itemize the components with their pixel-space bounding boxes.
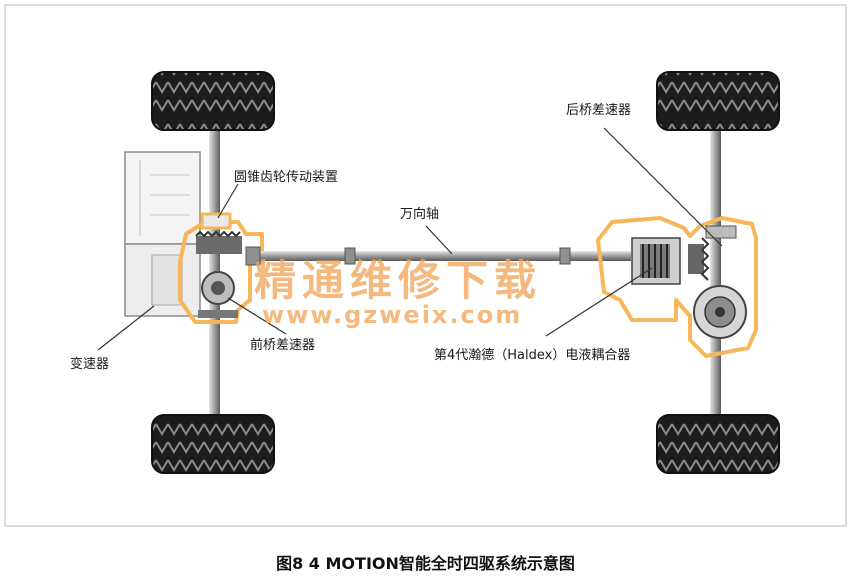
gearbox-housing: [124, 151, 201, 317]
front-axle: [209, 120, 220, 420]
tire-front-left: [151, 71, 275, 131]
watermark-url: www.gzweix.com: [262, 301, 523, 329]
label-gearbox: 变速器: [70, 357, 110, 372]
leader-rear-diff: [603, 127, 723, 247]
propeller-shaft: [245, 246, 631, 266]
label-front-diff: 前桥差速器: [250, 338, 316, 353]
tire-rear-right: [656, 414, 780, 474]
leader-front-diff: [227, 297, 287, 335]
watermark-title: 精通维修下载: [254, 256, 543, 305]
rear-drive-highlight: [596, 216, 758, 358]
tire-rear-left: [656, 71, 780, 131]
label-bevel-gear: 圆锥齿轮传动装置: [234, 170, 339, 185]
leader-haldex: [545, 267, 653, 337]
figure-caption: 图8 4 MOTION智能全时四驱系统示意图: [276, 554, 575, 573]
tire-front-right: [151, 414, 275, 474]
rear-axle: [710, 120, 721, 420]
label-rear-diff: 后桥差速器: [566, 103, 632, 118]
leader-gearbox: [97, 305, 155, 351]
leader-bevel-gear: [217, 183, 239, 219]
label-prop-shaft: 万向轴: [400, 207, 440, 222]
label-haldex: 第4代瀚德（Haldex）电液耦合器: [434, 348, 631, 363]
front-diff-gears: [195, 230, 242, 318]
leader-prop-shaft: [425, 225, 453, 255]
front-transfer-highlight: [178, 212, 264, 324]
